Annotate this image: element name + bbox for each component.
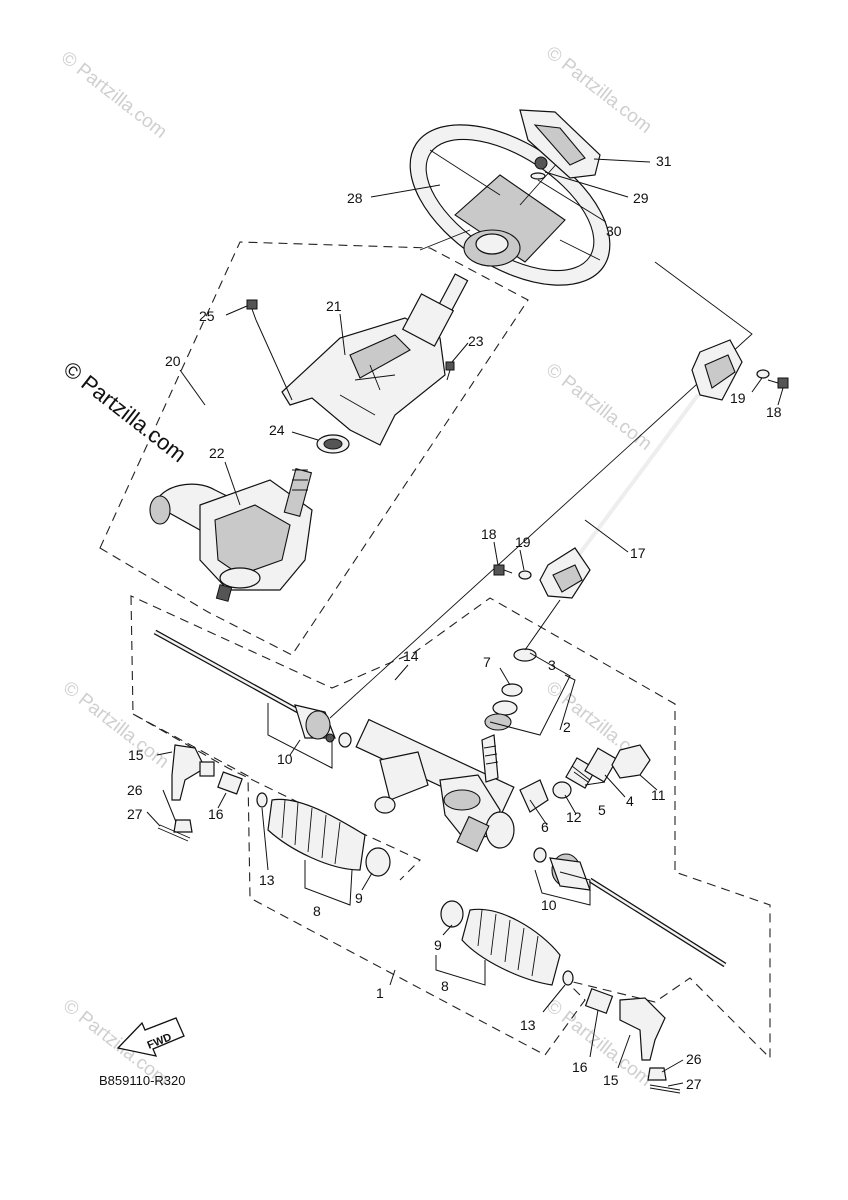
shaft-box-outline — [329, 261, 753, 719]
fwd-arrow-icon — [116, 1017, 185, 1057]
horn-pad — [519, 109, 601, 180]
tie-rod-right — [533, 847, 727, 968]
diagram-code: B859110-R320 — [99, 1073, 186, 1088]
callout-15-left: 15 — [128, 747, 144, 763]
column-bracket — [281, 273, 469, 446]
callout-10-left: 10 — [277, 751, 293, 767]
callout-24: 24 — [269, 422, 285, 438]
callout-10-right: 10 — [541, 897, 557, 913]
group-outlines — [99, 241, 771, 1060]
yoke-parts — [519, 744, 651, 813]
callout-5: 5 — [598, 802, 606, 818]
callout-8-left: 8 — [313, 903, 321, 919]
callout-12: 12 — [566, 809, 582, 825]
callout-15-right: 15 — [603, 1072, 619, 1088]
callout-17: 17 — [630, 545, 646, 561]
callout-27-right: 27 — [686, 1076, 702, 1092]
group-1-inner — [132, 713, 421, 881]
callout-14: 14 — [403, 648, 419, 664]
bolts-upper — [246, 299, 455, 381]
watermark: © Partzilla.com — [59, 677, 173, 772]
steering-wheel — [409, 124, 611, 286]
callout-26-right: 26 — [686, 1051, 702, 1067]
callouts: 28 31 29 30 25 21 23 20 24 22 19 18 18 1… — [127, 153, 782, 1092]
callout-30: 30 — [606, 223, 622, 239]
pinion-parts — [481, 683, 523, 783]
callout-25: 25 — [199, 308, 215, 324]
eps-unit — [149, 468, 313, 602]
callout-23: 23 — [468, 333, 484, 349]
callout-11: 11 — [651, 787, 666, 803]
group-20-outline — [99, 241, 529, 656]
callout-28: 28 — [347, 190, 363, 206]
group-1-outline — [130, 595, 771, 1060]
watermark: © Partzilla.com — [542, 359, 656, 454]
rack-housing — [355, 718, 515, 853]
callout-9-left: 9 — [355, 890, 363, 906]
callout-29: 29 — [633, 190, 649, 206]
callout-31: 31 — [656, 153, 672, 169]
callout-18-lower: 18 — [481, 526, 497, 542]
callout-19-upper: 19 — [730, 390, 746, 406]
leader-lines — [146, 158, 784, 1087]
callout-19-lower: 19 — [515, 534, 531, 550]
callout-1: 1 — [376, 985, 384, 1001]
callout-27-left: 27 — [127, 806, 143, 822]
steering-shaft — [513, 339, 743, 662]
callout-9-right: 9 — [434, 937, 442, 953]
callout-18-upper: 18 — [766, 404, 782, 420]
watermark-dark: © Partzilla.com — [59, 356, 191, 467]
callout-13-left: 13 — [259, 872, 275, 888]
callout-6: 6 — [541, 819, 549, 835]
shaft-box — [329, 261, 753, 719]
callout-20: 20 — [165, 353, 181, 369]
callout-26-left: 26 — [127, 782, 143, 798]
callout-16-right: 16 — [572, 1059, 588, 1075]
fwd-arrow: FWD — [116, 1017, 185, 1057]
callout-2: 2 — [563, 719, 571, 735]
callout-13-right: 13 — [520, 1017, 536, 1033]
callout-7: 7 — [483, 654, 491, 670]
callout-16-left: 16 — [208, 806, 224, 822]
callout-21: 21 — [326, 298, 342, 314]
callout-3: 3 — [548, 657, 556, 673]
callout-4: 4 — [626, 793, 634, 809]
watermark: © Partzilla.com — [57, 47, 171, 142]
seal-24 — [316, 434, 350, 454]
tie-rod-left — [153, 629, 352, 748]
callout-22: 22 — [209, 445, 225, 461]
tie-rod-ends — [157, 744, 681, 1094]
callout-8-right: 8 — [441, 978, 449, 994]
boots — [256, 792, 574, 986]
